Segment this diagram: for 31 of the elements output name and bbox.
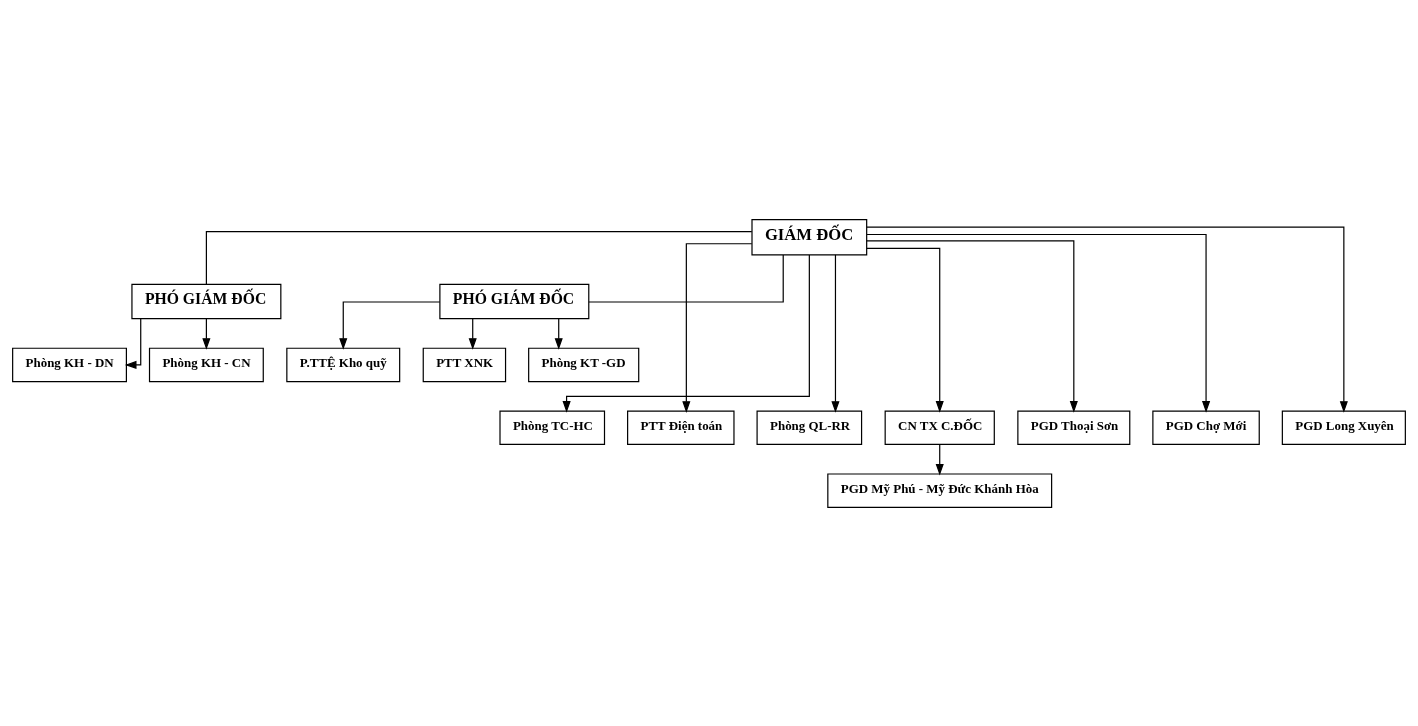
arrow [866, 247, 944, 413]
arrow [866, 233, 1211, 413]
arrow [202, 317, 211, 350]
arrow [935, 443, 944, 476]
arrow [562, 253, 810, 413]
arrow [866, 226, 1348, 413]
node-box: Phòng KH - CN [148, 347, 264, 382]
arrow [124, 317, 142, 369]
arrow [468, 317, 477, 350]
arrow [831, 253, 840, 413]
arrow [682, 242, 753, 413]
arrow [339, 300, 441, 350]
connector [588, 253, 784, 303]
node-box: Phòng KH - DN [12, 347, 127, 382]
node-box: PGD Thoại Sơn [1017, 410, 1131, 445]
node-box: PGD Long Xuyên [1281, 410, 1406, 445]
node-box: P.TTỆ Kho quỹ [286, 347, 401, 382]
node-box: PTT Điện toán [627, 410, 735, 445]
node-box: CN TX C.ĐỐC [884, 410, 995, 445]
node-box: PGD Chợ Mới [1152, 410, 1260, 445]
node-box: PGD Mỹ Phú - Mỹ Đức Khánh Hòa [827, 472, 1053, 508]
arrow [554, 317, 563, 350]
node-box: PHÓ GIÁM ĐỐC [439, 283, 590, 319]
node-box: Phòng TC-HC [499, 410, 606, 445]
node-box: GIÁM ĐỐC [751, 218, 868, 255]
node-box: Phòng KT -GD [528, 347, 640, 382]
connector [205, 230, 753, 285]
node-box: PTT XNK [422, 347, 507, 382]
node-box: PHÓ GIÁM ĐỐC [131, 283, 282, 319]
node-box: Phòng QL-RR [756, 410, 863, 445]
arrow [866, 239, 1078, 413]
